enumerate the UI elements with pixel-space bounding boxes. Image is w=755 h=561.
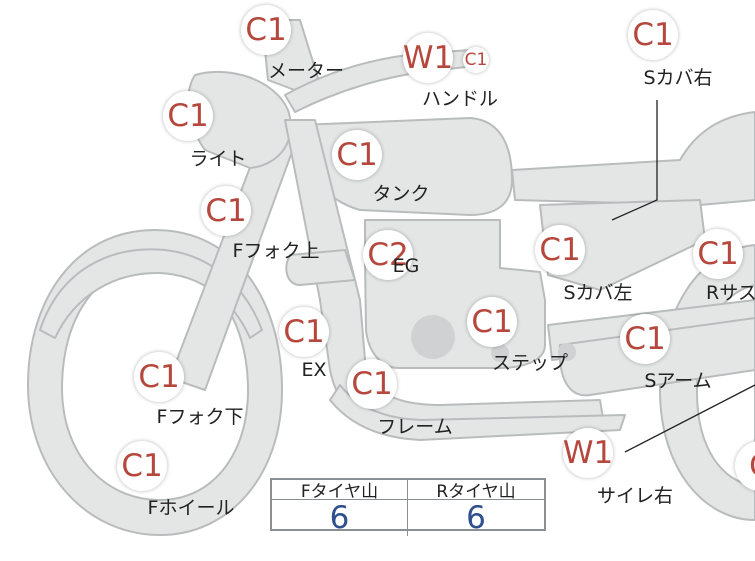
side-cover-right-leader (611, 100, 658, 221)
label-engine: EG (392, 255, 420, 277)
grade-badge: C1 (279, 307, 329, 357)
grade-badge-small: C1 (463, 47, 489, 73)
grade-badge: C1 (693, 229, 743, 279)
label-fork-upper: Fフォク上 (232, 240, 320, 262)
grade-badge: C1 (467, 297, 517, 347)
grade-badge: C1 (535, 225, 585, 275)
label-meter: メーター (267, 60, 345, 82)
grade-badge: W1 (563, 428, 613, 478)
label-fork-lower: Fフォク下 (156, 406, 244, 428)
tire-tread-table: Fタイヤ山 Rタイヤ山 6 6 (270, 478, 546, 536)
label-swingarm: Sアーム (644, 370, 712, 392)
label-front-wheel: Fホイール (147, 497, 235, 519)
label-silencer-right: サイレ右 (596, 485, 674, 507)
label-frame: フレーム (377, 416, 453, 438)
grade-badge: C (735, 441, 755, 491)
label-exhaust: EX (301, 359, 327, 381)
label-tank: タンク (372, 183, 430, 205)
step-peg-right (558, 343, 576, 361)
silencer-leader (624, 384, 755, 453)
grade-badge: C1 (117, 441, 167, 491)
label-side-cover-right: Sカバ右 (643, 67, 713, 89)
grade-badge: C1 (134, 352, 184, 402)
front-wheel-shape (27, 229, 283, 536)
grade-badge: C2 (363, 230, 413, 280)
label-light: ライト (189, 148, 247, 170)
grade-badge: C1 (332, 130, 382, 180)
grade-badge: C1 (628, 10, 678, 60)
exhaust-shape (285, 249, 356, 286)
rear-tread-header: Rタイヤ山 (408, 480, 544, 502)
step-peg-left (491, 344, 509, 362)
label-handle: ハンドル (421, 88, 499, 110)
front-tread-header: Fタイヤ山 (272, 480, 408, 502)
label-side-cover-left: Sカバ左 (563, 282, 633, 304)
front-fender-shape (39, 248, 263, 339)
grade-badge: C1 (201, 186, 251, 236)
engine-cover-circle (411, 315, 455, 359)
grade-badge: C1 (163, 91, 213, 141)
label-step: ステップ (491, 352, 569, 374)
grade-badge: W1 (403, 33, 453, 83)
rear-tread-value: 6 (466, 500, 486, 536)
label-rear-suspension: Rサス (706, 282, 755, 304)
grade-badge: C1 (347, 359, 397, 409)
front-tread-value: 6 (272, 500, 408, 536)
grade-badge: C1 (241, 5, 291, 55)
seat-shape (511, 111, 755, 206)
grade-badge: C1 (620, 314, 670, 364)
